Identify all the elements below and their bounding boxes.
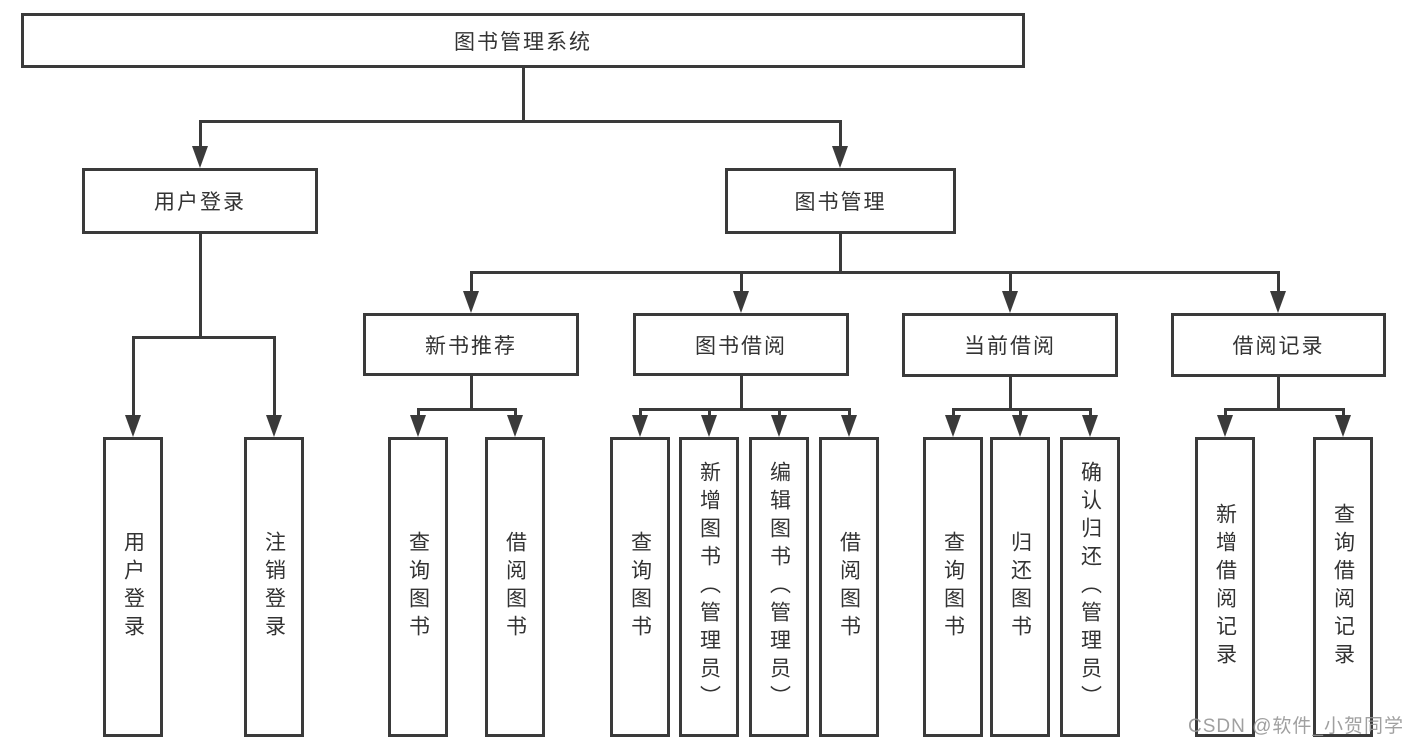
arrow-down-icon: [832, 146, 848, 168]
connector-vline: [1008, 271, 1012, 293]
arrow-down-icon: [733, 291, 749, 313]
connector-hline: [638, 408, 851, 411]
arrow-down-icon: [1002, 291, 1018, 313]
arrow-down-icon: [266, 415, 282, 437]
connector-vline: [1341, 408, 1345, 417]
arrow-down-icon: [410, 415, 426, 437]
arrow-down-icon: [192, 146, 208, 168]
connector-hline: [469, 271, 1280, 274]
leaf-user-login: 用户登录: [103, 437, 163, 737]
arrow-down-icon: [507, 415, 523, 437]
leaf-current-confirm-return-admin: 确认归还（管理员）: [1060, 437, 1120, 737]
connector-vline: [838, 120, 842, 148]
leaf-current-return-books: 归还图书: [990, 437, 1050, 737]
node-current-borrow: 当前借阅: [902, 313, 1118, 377]
connector-hline: [131, 336, 276, 339]
arrow-down-icon: [1082, 415, 1098, 437]
leaf-borrow-edit-books-admin: 编辑图书（管理员）: [749, 437, 809, 737]
connector-vline: [198, 234, 202, 336]
node-user-login: 用户登录: [82, 168, 318, 234]
arrow-down-icon: [841, 415, 857, 437]
connector-vline: [777, 408, 781, 417]
arrow-down-icon: [1217, 415, 1233, 437]
connector-hline: [416, 408, 517, 411]
node-new-book-recommend: 新书推荐: [363, 313, 579, 376]
leaf-borrow-add-books-admin: 新增图书（管理员）: [679, 437, 739, 737]
leaf-borrow-borrow-books: 借阅图书: [819, 437, 879, 737]
node-book-management: 图书管理: [725, 168, 956, 234]
node-borrow-records: 借阅记录: [1171, 313, 1386, 377]
connector-vline: [1276, 377, 1280, 408]
connector-vline: [951, 408, 955, 417]
node-root: 图书管理系统: [21, 13, 1025, 68]
connector-vline: [131, 336, 135, 417]
leaf-newbooks-borrow-books: 借阅图书: [485, 437, 545, 737]
connector-vline: [272, 336, 276, 417]
connector-vline: [513, 408, 517, 417]
arrow-down-icon: [125, 415, 141, 437]
arrow-down-icon: [945, 415, 961, 437]
connector-vline: [707, 408, 711, 417]
connector-vline: [638, 408, 642, 417]
leaf-logout: 注销登录: [244, 437, 304, 737]
leaf-records-add-record: 新增借阅记录: [1195, 437, 1255, 737]
connector-vline: [847, 408, 851, 417]
connector-vline: [739, 271, 743, 293]
connector-vline: [1088, 408, 1092, 417]
arrow-down-icon: [1012, 415, 1028, 437]
leaf-current-query-books: 查询图书: [923, 437, 983, 737]
arrow-down-icon: [1335, 415, 1351, 437]
connector-vline: [1276, 271, 1280, 293]
connector-vline: [838, 234, 842, 271]
csdn-watermark: CSDN @软件_小贺同学: [1188, 716, 1404, 737]
connector-vline: [1223, 408, 1227, 417]
connector-vline: [739, 376, 743, 408]
connector-vline: [469, 271, 473, 293]
leaf-borrow-query-books: 查询图书: [610, 437, 670, 737]
node-book-borrow: 图书借阅: [633, 313, 849, 376]
arrow-down-icon: [771, 415, 787, 437]
connector-vline: [469, 375, 473, 408]
connector-vline: [1008, 377, 1012, 408]
arrow-down-icon: [463, 291, 479, 313]
connector-vline: [521, 68, 525, 120]
leaf-newbooks-query-books: 查询图书: [388, 437, 448, 737]
connector-vline: [1018, 408, 1022, 417]
connector-hline: [951, 408, 1092, 411]
leaf-records-query-record: 查询借阅记录: [1313, 437, 1373, 737]
connector-vline: [198, 120, 202, 148]
connector-hline: [198, 120, 842, 123]
arrow-down-icon: [1270, 291, 1286, 313]
arrow-down-icon: [701, 415, 717, 437]
connector-vline: [416, 408, 420, 417]
arrow-down-icon: [632, 415, 648, 437]
connector-hline: [1223, 408, 1345, 411]
